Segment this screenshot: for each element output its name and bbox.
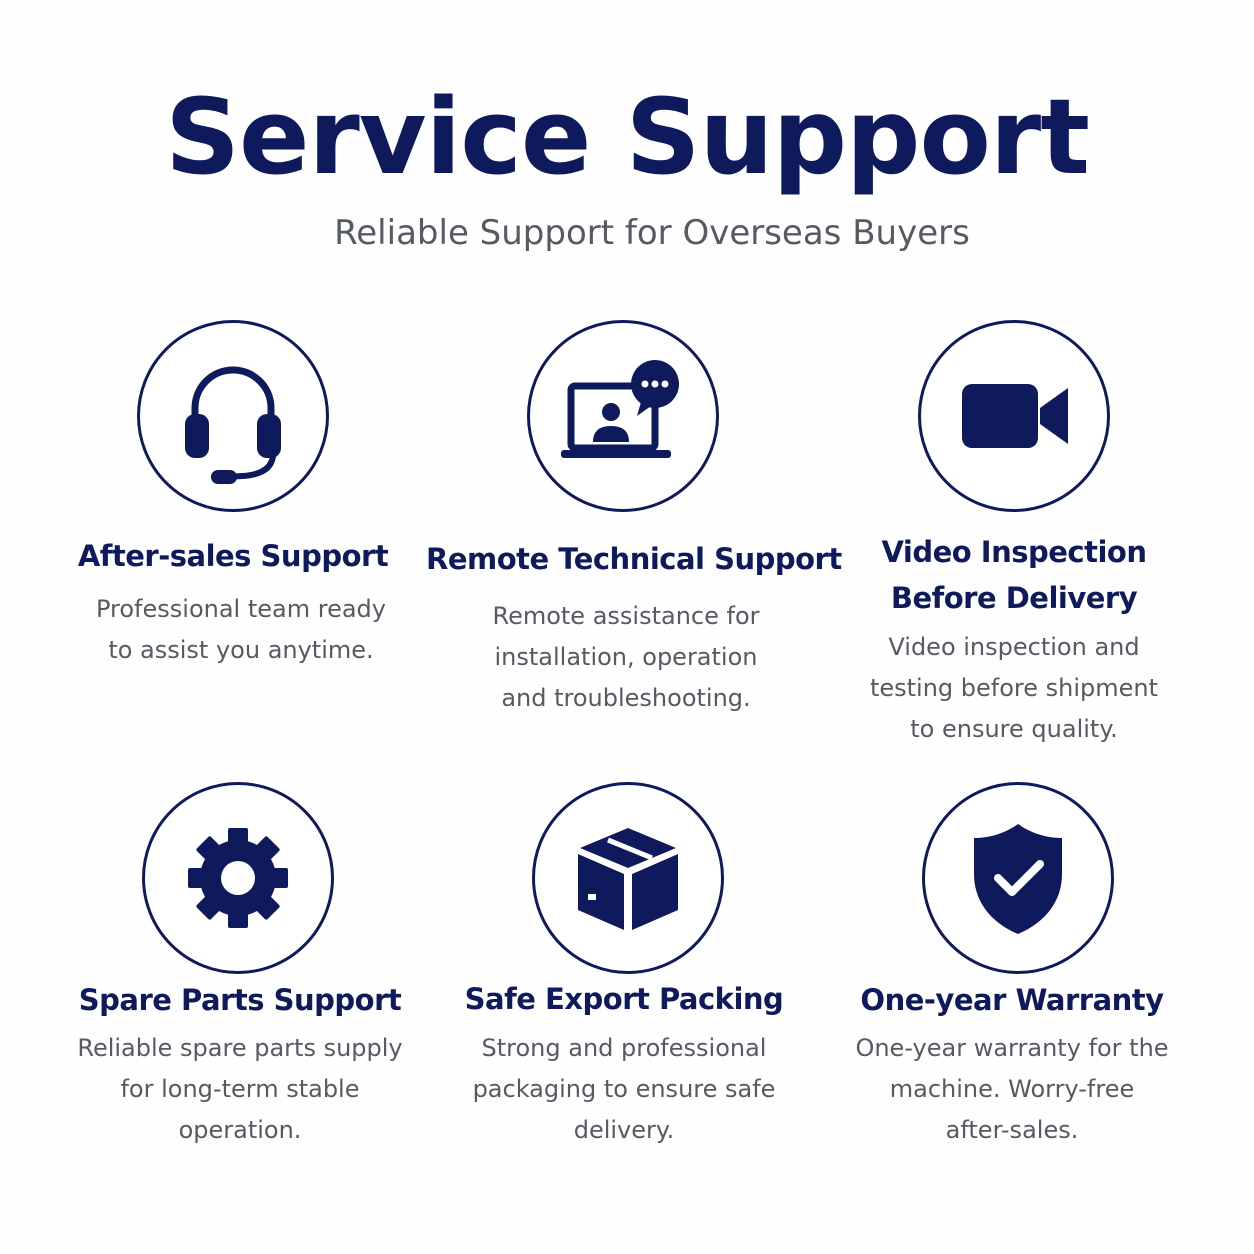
icon-circle bbox=[922, 782, 1114, 974]
card-description-line: machine. Worry-free bbox=[889, 1075, 1135, 1103]
card-description-line: for long-term stable bbox=[120, 1075, 360, 1103]
card-description-line: operation. bbox=[178, 1116, 302, 1144]
package-box-icon bbox=[578, 828, 678, 930]
card-description: Strong and professional packaging to ens… bbox=[424, 1028, 824, 1151]
card-description-line: delivery. bbox=[573, 1116, 675, 1144]
icon-circle bbox=[137, 320, 329, 512]
card-description-line: Reliable spare parts supply bbox=[77, 1034, 403, 1062]
card-description-line: testing before shipment bbox=[869, 674, 1159, 702]
laptop-video-chat-icon bbox=[561, 360, 679, 458]
card-title: Safe Export Packing bbox=[424, 976, 824, 1022]
card-title-line: Before Delivery bbox=[890, 581, 1138, 615]
card-title: Video Inspection Before Delivery bbox=[814, 529, 1214, 621]
card-description-line: installation, operation bbox=[494, 643, 758, 671]
gear-icon bbox=[188, 828, 288, 928]
card-description-line: Remote assistance for bbox=[492, 602, 760, 630]
headset-icon bbox=[185, 366, 281, 484]
icon-circle bbox=[918, 320, 1110, 512]
card-description: One-year warranty for the machine. Worry… bbox=[812, 1028, 1212, 1151]
card-description-line: One-year warranty for the bbox=[855, 1034, 1169, 1062]
card-title-line: Video Inspection bbox=[881, 535, 1147, 569]
shield-check-icon bbox=[974, 824, 1062, 934]
icon-circle bbox=[142, 782, 334, 974]
card-title: Remote Technical Support bbox=[426, 536, 842, 582]
page-subtitle: Reliable Support for Overseas Buyers bbox=[334, 213, 970, 253]
card-description: Video inspection and testing before ship… bbox=[814, 627, 1214, 750]
card-description-line: after-sales. bbox=[945, 1116, 1079, 1144]
card-description-line: packaging to ensure safe bbox=[472, 1075, 776, 1103]
card-title: Spare Parts Support bbox=[40, 977, 440, 1023]
video-camera-icon bbox=[962, 384, 1068, 448]
card-description-line: Video inspection and bbox=[888, 633, 1140, 661]
card-description: Remote assistance for installation, oper… bbox=[426, 596, 826, 719]
card-title-line: One-year Warranty bbox=[860, 983, 1164, 1017]
icon-circle bbox=[532, 782, 724, 974]
card-description: Reliable spare parts supply for long-ter… bbox=[40, 1028, 440, 1151]
card-description: Professional team ready to assist you an… bbox=[41, 589, 441, 671]
card-description-line: Strong and professional bbox=[481, 1034, 767, 1062]
card-title: After-sales Support bbox=[33, 533, 433, 579]
card-description-line: and troubleshooting. bbox=[501, 684, 751, 712]
card-title: One-year Warranty bbox=[812, 977, 1212, 1023]
icon-circle bbox=[527, 320, 719, 512]
card-title-line: Remote Technical Support bbox=[426, 542, 842, 576]
card-title-line: After-sales Support bbox=[77, 539, 389, 573]
card-description-line: to assist you anytime. bbox=[108, 636, 374, 664]
card-title-line: Safe Export Packing bbox=[464, 982, 784, 1016]
card-description-line: Professional team ready bbox=[95, 595, 386, 623]
page-title: Service Support bbox=[165, 76, 1090, 198]
card-description-line: to ensure quality. bbox=[910, 715, 1118, 743]
card-title-line: Spare Parts Support bbox=[78, 983, 402, 1017]
